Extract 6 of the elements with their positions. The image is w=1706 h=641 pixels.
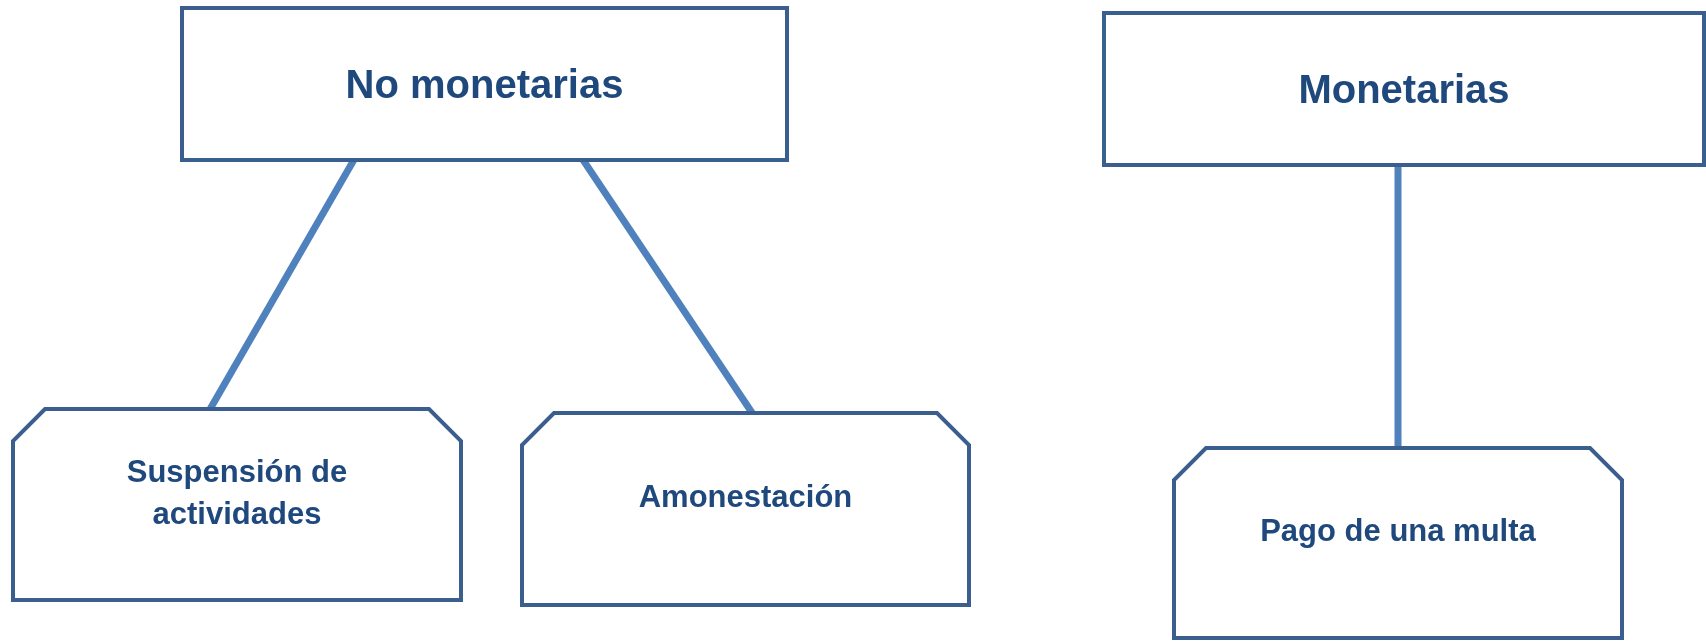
node-label: No monetarias	[345, 61, 624, 108]
node-label: Amonestación	[638, 478, 853, 517]
connector-line	[1394, 165, 1402, 448]
node-label: Suspensión de actividades	[125, 452, 349, 533]
node-label: Pago de una multa	[1260, 512, 1536, 551]
node-label: Monetarias	[1298, 66, 1510, 113]
